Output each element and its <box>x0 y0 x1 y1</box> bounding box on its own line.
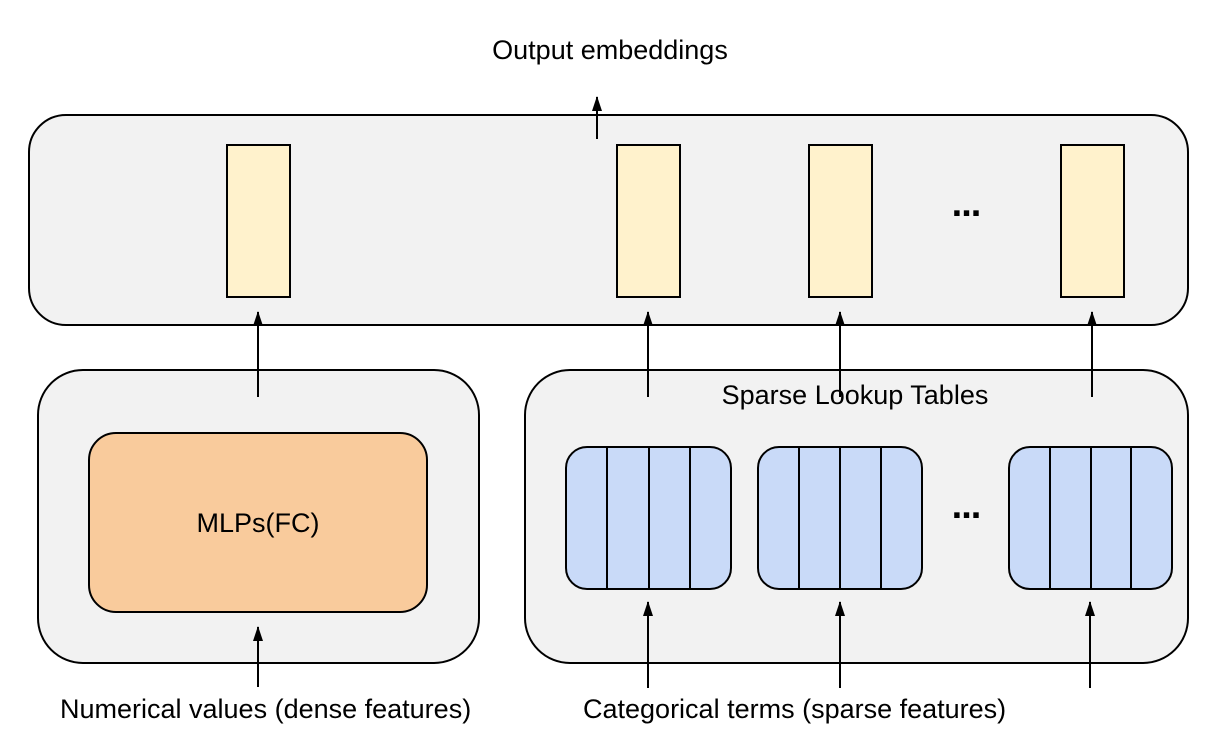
lookup-cell <box>567 448 609 588</box>
embedding-bar-2 <box>616 144 681 298</box>
lookup-cell <box>1051 448 1092 588</box>
sparse-input-label: Categorical terms (sparse features) <box>583 694 1007 724</box>
embeddings-ellipsis: ... <box>951 183 982 225</box>
embedding-bar-3 <box>808 144 873 298</box>
dense-input-label: Numerical values (dense features) <box>60 694 472 724</box>
output-embeddings-container <box>28 114 1189 326</box>
lookup-cell <box>759 448 800 588</box>
lookup-cell <box>1092 448 1133 588</box>
lookup-cell <box>1132 448 1171 588</box>
lookup-table-3 <box>1008 446 1173 590</box>
lookup-cell <box>882 448 921 588</box>
lookup-cell <box>841 448 882 588</box>
lookup-cell <box>800 448 841 588</box>
lookup-cell <box>608 448 650 588</box>
sparse-lookup-title: Sparse Lookup Tables <box>721 380 989 410</box>
lookup-cell <box>1010 448 1051 588</box>
lookup-ellipsis: ... <box>951 485 982 527</box>
lookup-table-2 <box>757 446 923 590</box>
lookup-cell <box>691 448 730 588</box>
output-embeddings-label: Output embeddings <box>492 35 728 65</box>
mlp-box: MLPs(FC) <box>88 432 428 613</box>
mlp-label: MLPs(FC) <box>196 507 320 538</box>
lookup-cell <box>650 448 691 588</box>
embedding-bar-4 <box>1060 144 1125 298</box>
lookup-table-1 <box>565 446 732 590</box>
embedding-bar-1 <box>226 144 291 298</box>
